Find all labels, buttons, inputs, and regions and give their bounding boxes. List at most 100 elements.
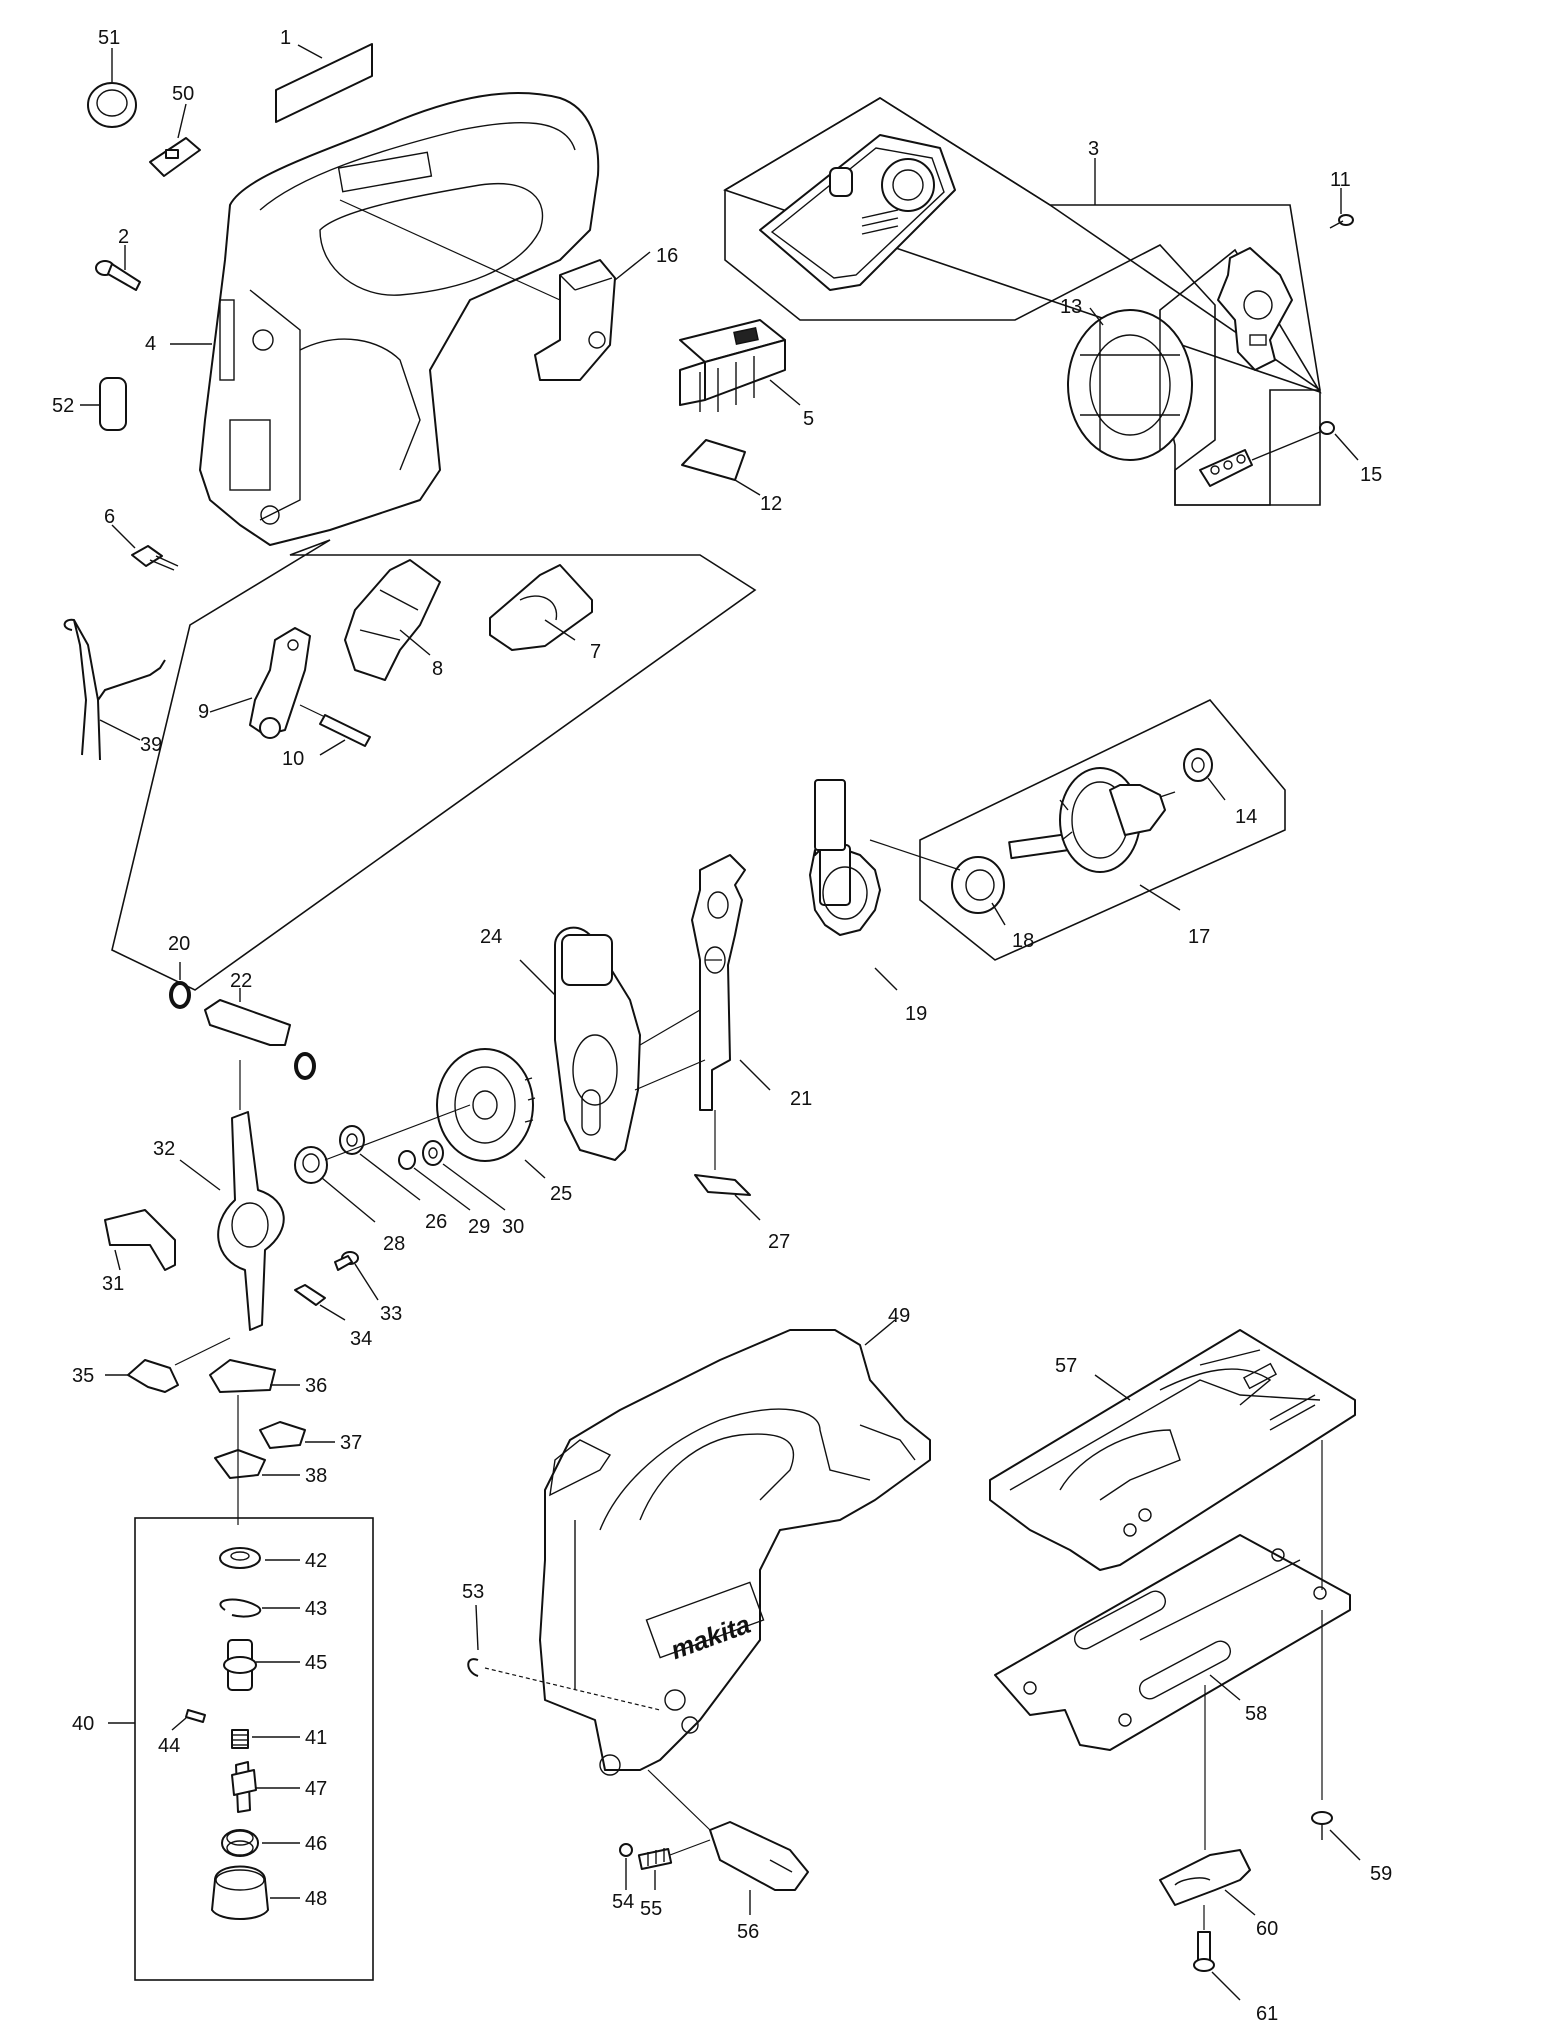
part-5-terminal <box>679 319 801 412</box>
callout-5: 5 <box>803 408 814 430</box>
part-32-slider <box>179 1060 285 1331</box>
part-41-spring <box>231 1729 300 1749</box>
callout-49: 49 <box>888 1305 910 1327</box>
part-20-o-ring <box>169 962 191 1009</box>
callout-52: 52 <box>52 395 74 417</box>
part-15-sensor-board <box>1199 421 1359 487</box>
part-1-label <box>275 43 373 123</box>
part-52-pad <box>80 377 127 431</box>
callout-17: 17 <box>1188 926 1210 948</box>
part-54-ball <box>619 1843 633 1890</box>
callout-3: 3 <box>1088 138 1099 160</box>
part-31-guide <box>104 1209 176 1271</box>
frame-controller-lower <box>724 190 1320 506</box>
frame-controller-outline <box>724 97 1321 391</box>
callout-30: 30 <box>502 1216 524 1238</box>
axis-gear-train <box>324 1104 471 1161</box>
part-3-controller <box>759 134 1096 291</box>
part-25-gear <box>436 1048 546 1179</box>
callout-1: 1 <box>280 27 291 49</box>
callout-8: 8 <box>432 658 443 680</box>
part-4-housing <box>170 92 600 546</box>
callout-45: 45 <box>305 1652 327 1674</box>
callout-24: 24 <box>480 926 502 948</box>
callout-48: 48 <box>305 1888 327 1910</box>
part-34-clamp <box>294 1284 346 1321</box>
callout-43: 43 <box>305 1598 327 1620</box>
part-59-screw <box>1311 1811 1361 1861</box>
part-45-sleeve <box>223 1639 300 1691</box>
part-46-spring <box>221 1829 300 1857</box>
callout-20: 20 <box>168 933 190 955</box>
part-22-felt <box>204 988 291 1046</box>
callout-38: 38 <box>305 1465 327 1487</box>
part-8-support <box>344 559 441 681</box>
callout-12: 12 <box>760 493 782 515</box>
callout-40: 40 <box>72 1713 94 1735</box>
callout-60: 60 <box>1256 1918 1278 1940</box>
callout-32: 32 <box>153 1138 175 1160</box>
callout-56: 56 <box>737 1921 759 1943</box>
callout-21: 21 <box>790 1088 812 1110</box>
callout-labels: 1 2 3 4 5 6 7 8 9 10 11 12 13 14 15 16 1… <box>52 27 1392 2025</box>
part-14-bearing <box>1183 748 1226 801</box>
part-38-pad <box>214 1449 300 1479</box>
part-19-gear-housing <box>809 779 898 991</box>
callout-53: 53 <box>462 1581 484 1603</box>
callout-27: 27 <box>768 1231 790 1253</box>
part-50-switch <box>149 103 201 177</box>
part-9-lever <box>209 627 311 739</box>
part-13-stator <box>1067 307 1193 461</box>
callout-57: 57 <box>1055 1355 1077 1377</box>
callout-54: 54 <box>612 1891 634 1913</box>
callout-51: 51 <box>98 27 120 49</box>
part-60-clamp <box>1159 1849 1256 1916</box>
callout-44: 44 <box>158 1735 180 1757</box>
callout-36: 36 <box>305 1375 327 1397</box>
callout-9: 9 <box>198 701 209 723</box>
part-24-support-plate <box>519 926 641 1161</box>
frame-armature-assembly <box>919 699 1286 961</box>
part-47-shaft <box>231 1761 300 1813</box>
part-10-pin <box>299 704 371 756</box>
callout-7: 7 <box>590 641 601 663</box>
part-35-clip <box>105 1337 231 1393</box>
part-7-holder <box>489 564 593 651</box>
callout-35: 35 <box>72 1365 94 1387</box>
callout-34: 34 <box>350 1328 372 1350</box>
part-30-washer <box>422 1140 506 1211</box>
callout-18: 18 <box>1012 930 1034 952</box>
axis-armature-to-housing <box>869 839 961 871</box>
callout-46: 46 <box>305 1833 327 1855</box>
part-48-holder <box>211 1865 300 1920</box>
callout-19: 19 <box>905 1003 927 1025</box>
callout-16: 16 <box>656 245 678 267</box>
callout-28: 28 <box>383 1233 405 1255</box>
part-28-cam <box>294 1146 376 1223</box>
callout-15: 15 <box>1360 464 1382 486</box>
part-58-shoe-plate <box>994 1440 1351 1850</box>
callout-13: 13 <box>1060 296 1082 318</box>
part-56-lever <box>647 1769 809 1915</box>
part-27-pad <box>694 1174 761 1221</box>
callout-42: 42 <box>305 1550 327 1572</box>
callout-55: 55 <box>640 1898 662 1920</box>
part-51-dial <box>87 48 137 128</box>
part-57-base <box>989 1329 1356 1571</box>
part-44-pin <box>171 1709 206 1731</box>
callout-37: 37 <box>340 1432 362 1454</box>
part-16-trigger <box>339 199 651 381</box>
callout-47: 47 <box>305 1778 327 1800</box>
callout-25: 25 <box>550 1183 572 1205</box>
part-33-screw <box>334 1251 379 1301</box>
frame-housing-assembly <box>111 539 757 991</box>
part-o-ring-2 <box>294 1052 316 1080</box>
frame-plunger-assembly <box>134 1517 374 1981</box>
callout-11: 11 <box>1330 169 1351 191</box>
part-42-washer <box>219 1547 300 1569</box>
callout-22: 22 <box>230 970 252 992</box>
part-36-pad <box>209 1359 300 1393</box>
callout-58: 58 <box>1245 1703 1267 1725</box>
callout-39: 39 <box>140 734 162 756</box>
